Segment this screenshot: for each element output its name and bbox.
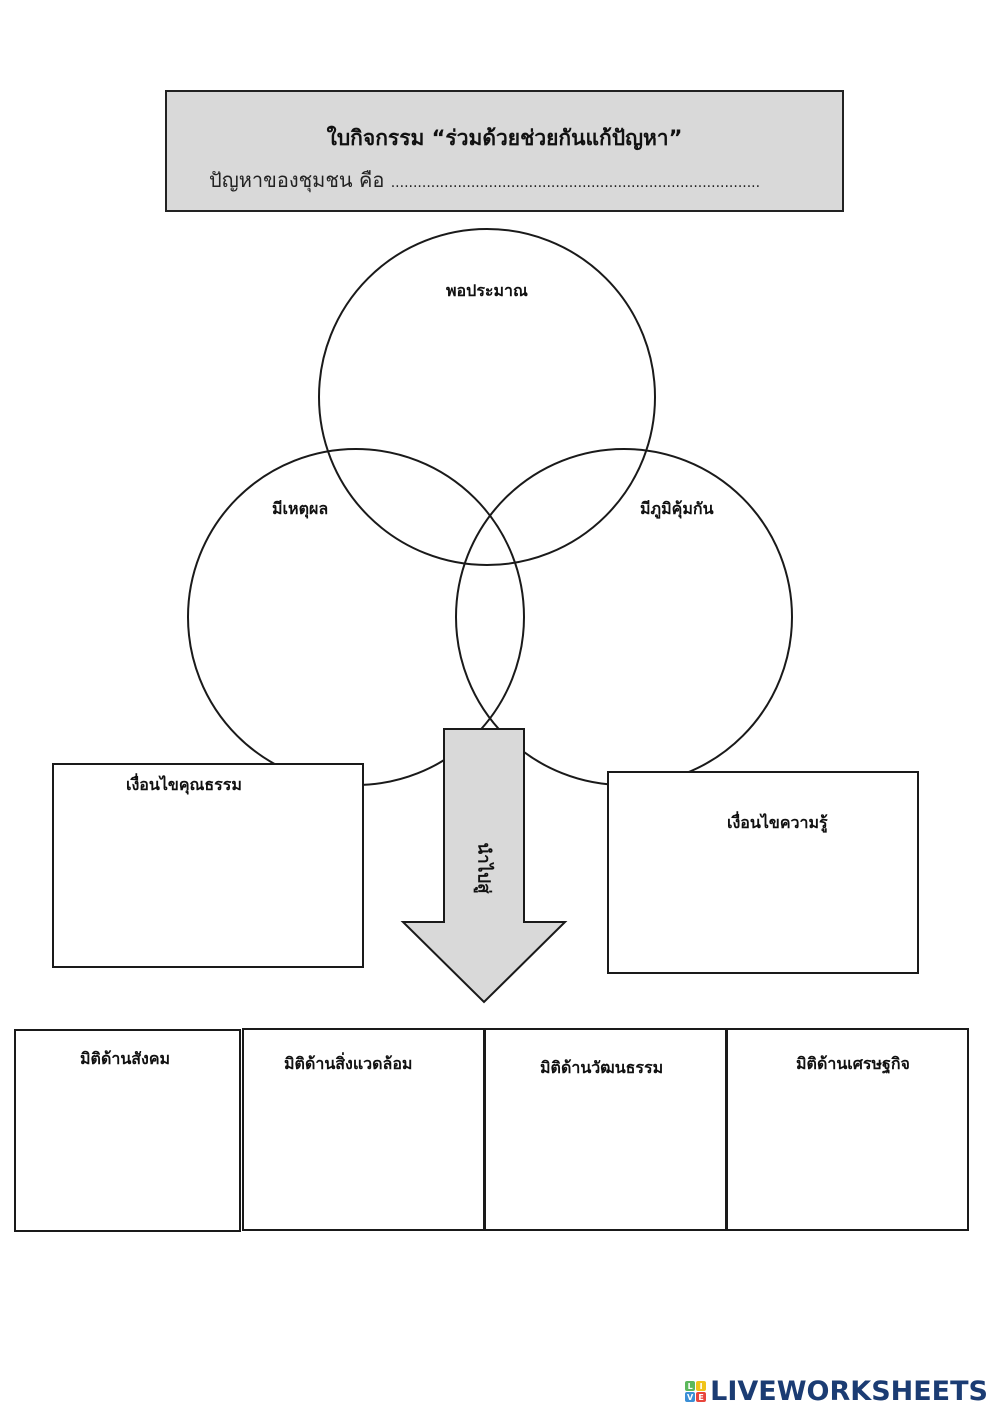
down-arrow-shape <box>400 728 568 1004</box>
circle-top <box>318 228 656 566</box>
header-box: ใบกิจกรรม “ร่วมด้วยช่วยกันแก้ปัญหา” ปัญห… <box>165 90 844 212</box>
live-logo-icon: L I V E <box>685 1381 707 1402</box>
liveworksheets-logo: L I V E LIVEWORKSHEETS <box>685 1376 988 1407</box>
logo-cell-v: V <box>685 1392 696 1402</box>
circle-right-label: มีภูมิคุ้มกัน <box>640 499 714 518</box>
dimension-box-culture[interactable]: มิติด้านวัฒนธรรม <box>484 1028 727 1231</box>
condition-box-knowledge[interactable]: เงื่อนไขความรู้ <box>607 771 919 974</box>
dimension-box-economy[interactable]: มิติด้านเศรษฐกิจ <box>726 1028 969 1231</box>
logo-wordmark: LIVEWORKSHEETS <box>710 1376 988 1407</box>
arrow-label: นำไปสู่ <box>473 842 494 894</box>
dimension-box-environment-label: มิติด้านสิ่งแวดล้อม <box>284 1054 413 1073</box>
dimension-box-culture-label: มิติด้านวัฒนธรรม <box>540 1058 664 1077</box>
dimension-box-social-label: มิติด้านสังคม <box>80 1049 171 1068</box>
logo-cell-i: I <box>696 1381 707 1391</box>
condition-box-morality-label: เงื่อนไขคุณธรรม <box>126 775 242 794</box>
dimension-box-environment[interactable]: มิติด้านสิ่งแวดล้อม <box>242 1028 485 1231</box>
worksheet-title: ใบกิจกรรม “ร่วมด้วยช่วยกันแก้ปัญหา” <box>326 126 683 150</box>
problem-line: ปัญหาของชุมชน คือ ......................… <box>209 164 760 196</box>
problem-label: ปัญหาของชุมชน คือ <box>209 168 385 192</box>
dimension-box-social[interactable]: มิติด้านสังคม <box>14 1029 241 1232</box>
dimension-box-economy-label: มิติด้านเศรษฐกิจ <box>796 1054 910 1073</box>
circle-left-label: มีเหตุผล <box>272 499 329 518</box>
logo-cell-l: L <box>685 1381 696 1391</box>
condition-box-morality[interactable]: เงื่อนไขคุณธรรม <box>52 763 364 968</box>
circle-top-label: พอประมาณ <box>446 281 528 300</box>
condition-box-knowledge-label: เงื่อนไขความรู้ <box>727 813 828 832</box>
logo-cell-e: E <box>696 1392 707 1402</box>
problem-answer-field[interactable]: ........................................… <box>390 175 761 191</box>
